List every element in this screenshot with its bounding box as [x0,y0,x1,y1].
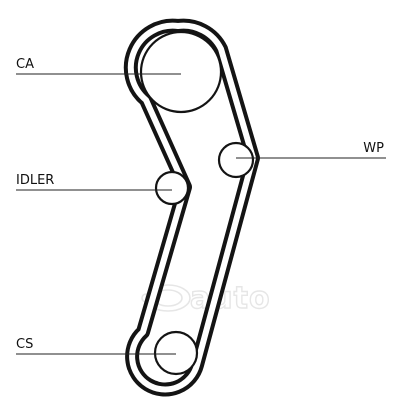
timing-belt [123,18,260,397]
watermark-text: auto [190,281,271,316]
water-pump-pulley [217,141,255,179]
camshaft-pulley [139,30,223,114]
ca-label: CA [16,57,34,72]
idler-pulley [154,170,190,206]
watermark: auto [141,280,271,317]
wp-label: WP [363,141,384,156]
crankshaft-pulley [153,330,199,376]
idler-label: IDLER [16,173,54,188]
cs-label: CS [16,337,33,352]
